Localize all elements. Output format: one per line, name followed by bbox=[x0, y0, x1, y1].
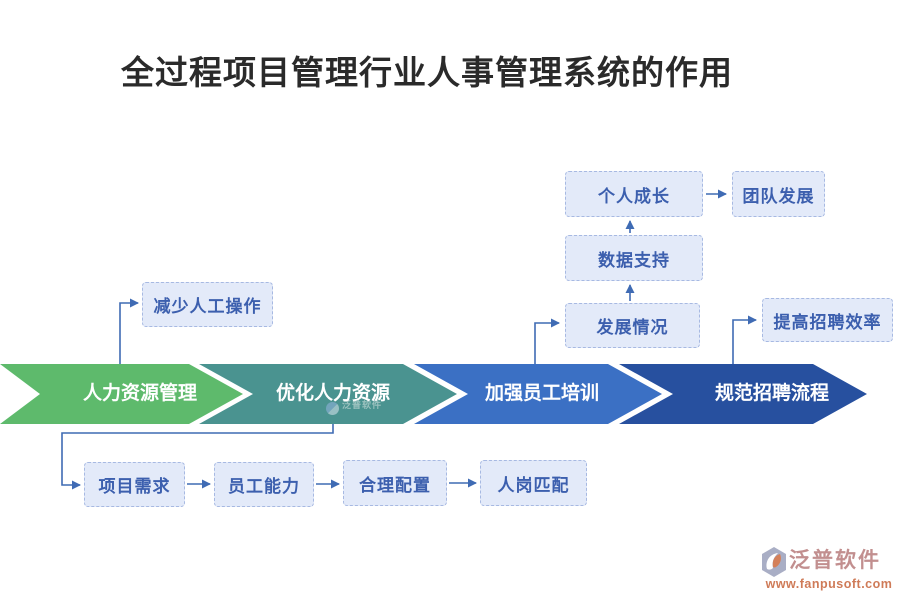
node-reduce-manual-work: 减少人工操作 bbox=[142, 282, 273, 327]
connector-hr-to-reduce-manual bbox=[119, 298, 139, 364]
node-improve-recruitment-efficiency: 提高招聘效率 bbox=[762, 298, 893, 342]
page-title: 全过程项目管理行业人事管理系统的作用 bbox=[121, 54, 733, 91]
node-label: 团队发展 bbox=[742, 186, 815, 206]
node-label: 个人成长 bbox=[598, 186, 670, 206]
fanpu-logo-icon bbox=[762, 547, 786, 577]
node-label: 人岗匹配 bbox=[497, 475, 570, 495]
chevron-strengthen-training bbox=[414, 364, 662, 424]
fanpu-logo-url: www.fanpusoft.com bbox=[765, 577, 893, 591]
connector-recruitment-to-improve-efficiency bbox=[732, 315, 757, 364]
chevron-label-optimize-hr: 优化人力资源 bbox=[275, 383, 390, 404]
node-data-support: 数据支持 bbox=[565, 235, 703, 281]
node-development-status: 发展情况 bbox=[565, 303, 700, 348]
node-team-development: 团队发展 bbox=[732, 171, 825, 217]
node-label: 员工能力 bbox=[228, 477, 300, 496]
flow-arrow-band bbox=[0, 364, 867, 424]
chevron-label-hr-management: 人力资源管理 bbox=[82, 383, 197, 404]
node-label: 提高招聘效率 bbox=[773, 312, 882, 332]
node-label: 发展情况 bbox=[596, 318, 669, 337]
node-project-demand: 项目需求 bbox=[84, 462, 185, 507]
chevron-hr-management bbox=[0, 364, 243, 424]
node-personal-growth: 个人成长 bbox=[565, 171, 703, 217]
node-employee-ability: 员工能力 bbox=[214, 462, 314, 507]
node-label: 项目需求 bbox=[98, 477, 171, 496]
fanpu-logo-name: 泛普软件 bbox=[789, 549, 881, 572]
node-reasonable-allocation: 合理配置 bbox=[343, 460, 447, 506]
connector-training-to-development-status bbox=[534, 318, 560, 364]
chevron-standardize-recruitment bbox=[619, 364, 867, 424]
node-person-post-match: 人岗匹配 bbox=[480, 460, 587, 506]
chevron-optimize-hr bbox=[199, 364, 457, 424]
chevron-label-standardize-recruitment: 规范招聘流程 bbox=[714, 383, 829, 404]
chevron-label-strengthen-training: 加强员工培训 bbox=[484, 383, 599, 404]
node-label: 合理配置 bbox=[359, 475, 431, 495]
node-label: 数据支持 bbox=[598, 250, 670, 270]
node-label: 减少人工操作 bbox=[153, 297, 262, 316]
fanpu-logo: 泛普软件 www.fanpusoft.com bbox=[761, 547, 897, 591]
